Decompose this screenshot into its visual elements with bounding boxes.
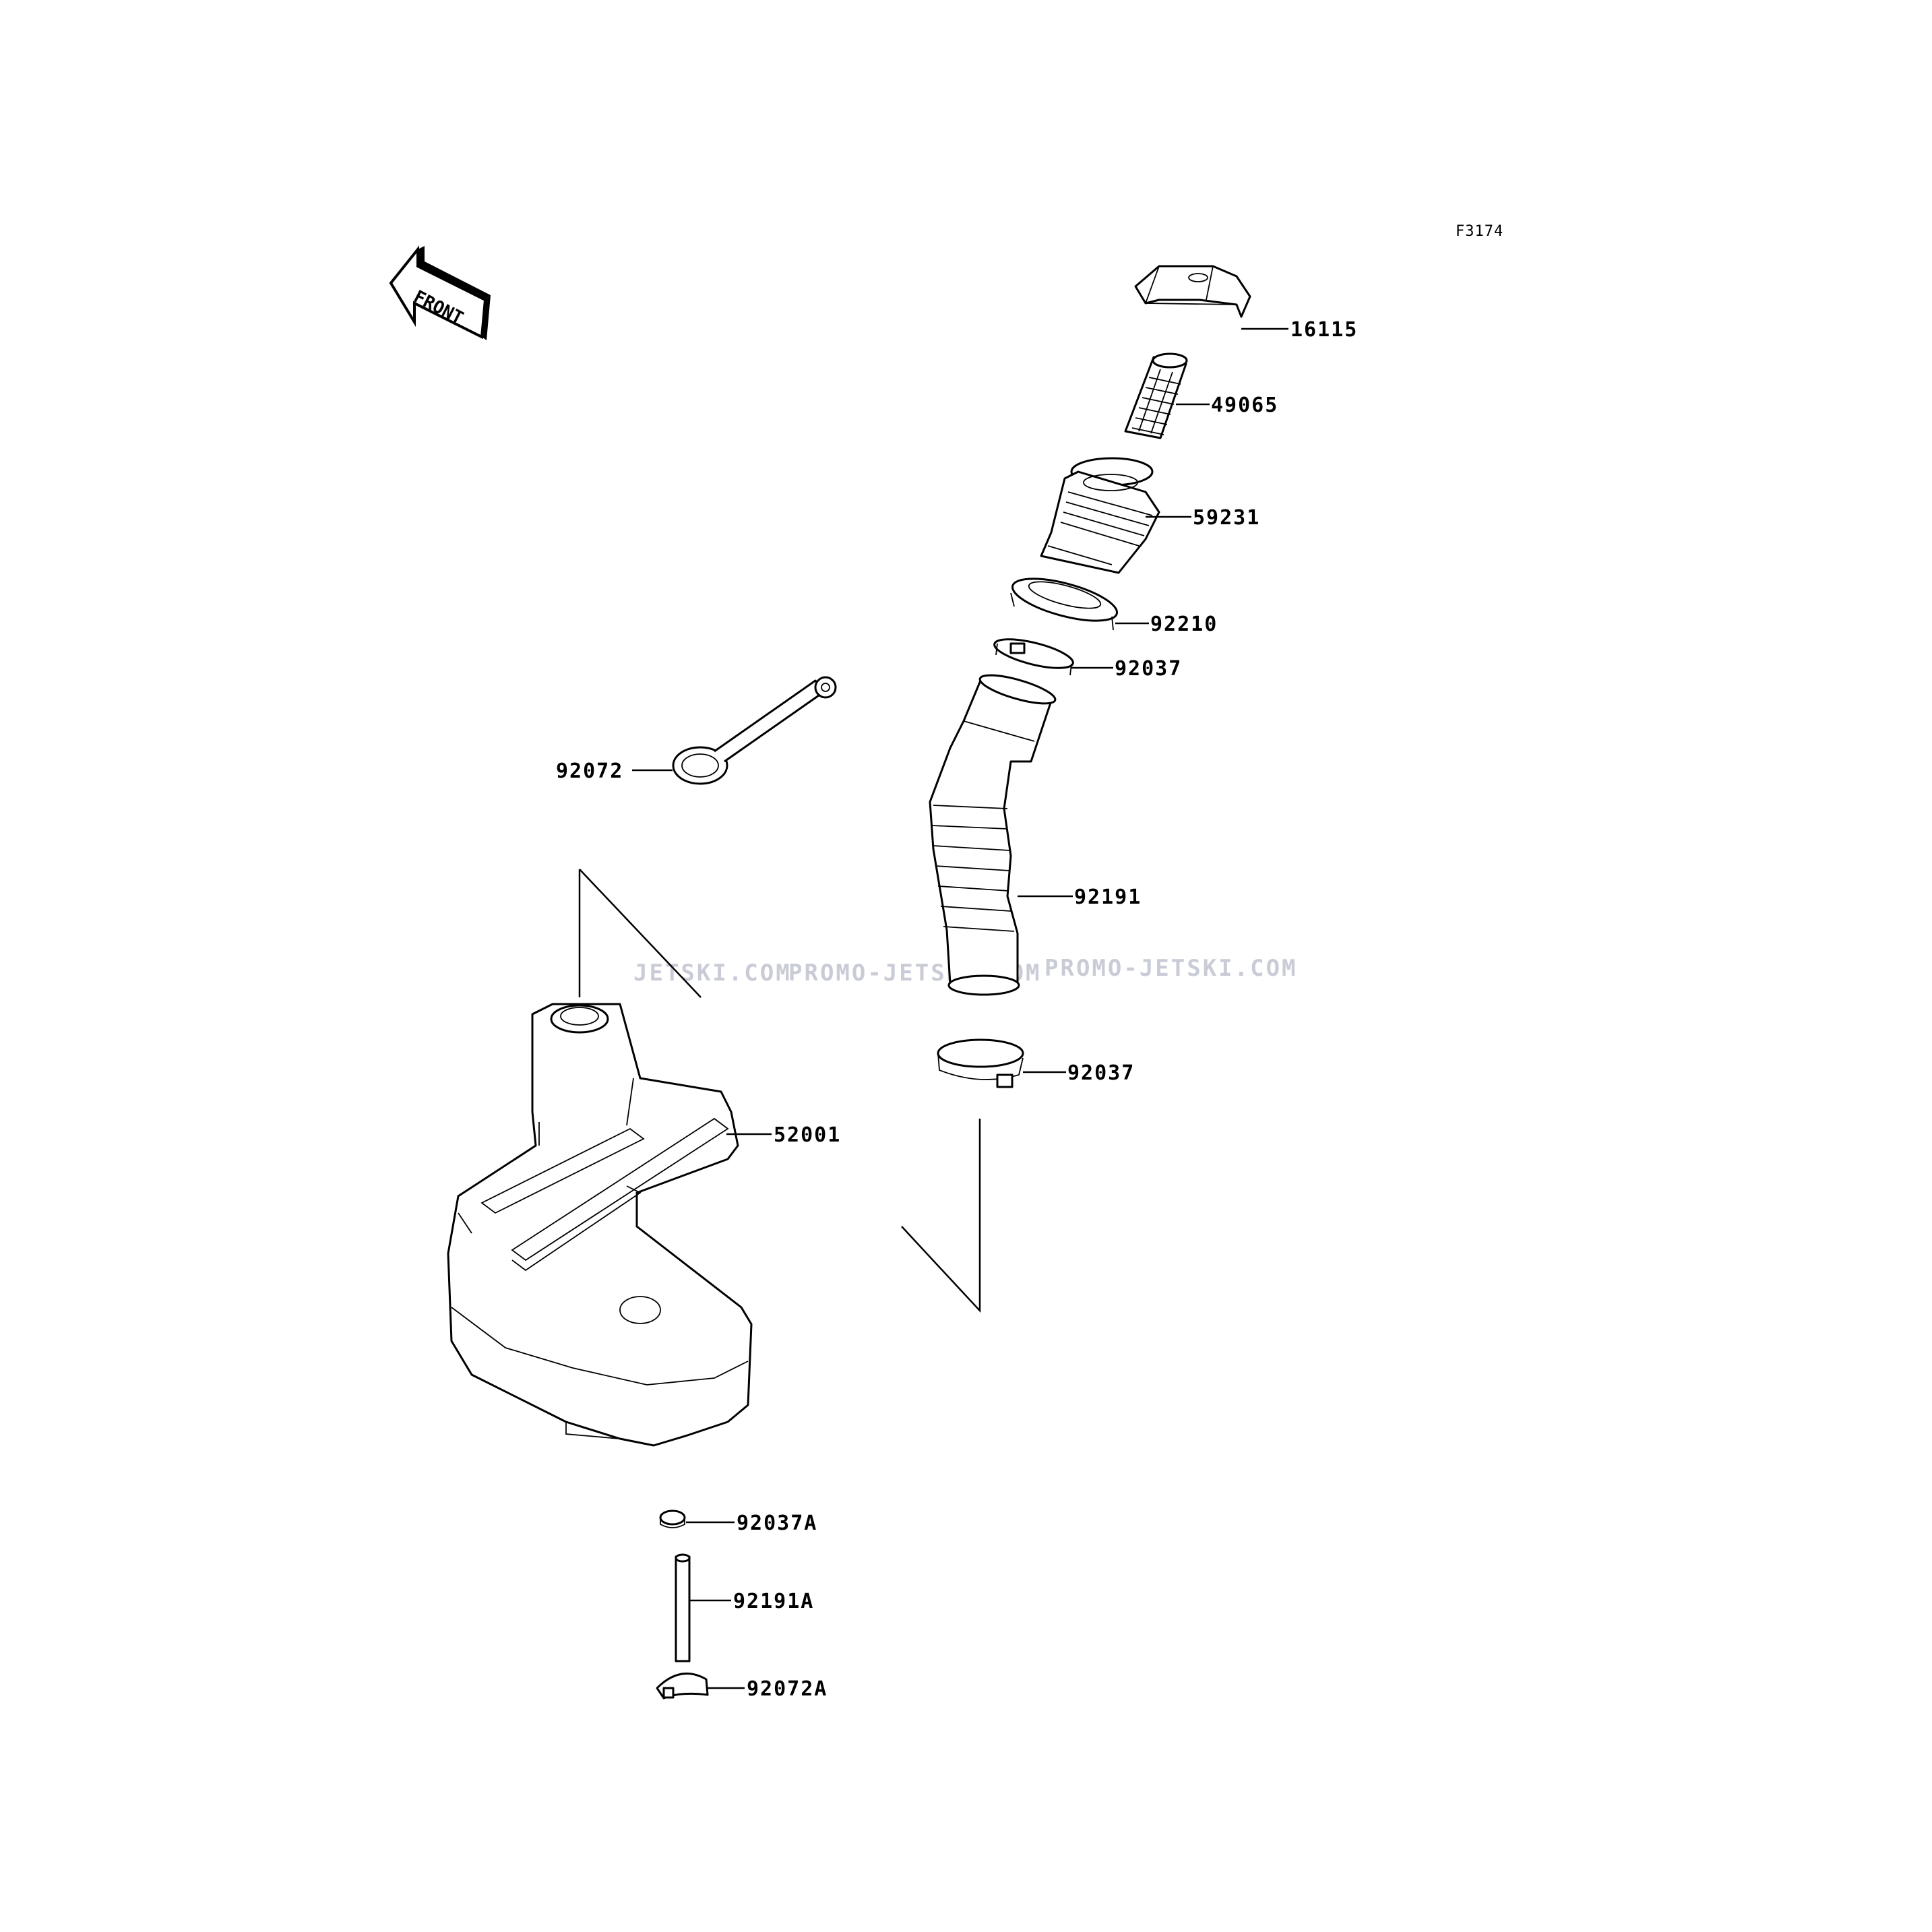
small-clamp-icon bbox=[659, 1509, 686, 1528]
hose-clamp-icon bbox=[937, 1038, 1024, 1088]
band-clip-icon bbox=[656, 1673, 709, 1700]
part-label-59231: 59231 bbox=[1193, 506, 1260, 530]
part-label-92037A: 92037A bbox=[737, 1512, 817, 1535]
part-label-92210: 92210 bbox=[1150, 613, 1218, 636]
part-label-92072A: 92072A bbox=[747, 1677, 828, 1701]
cap-strap-icon bbox=[672, 676, 837, 785]
part-label-49065: 49065 bbox=[1211, 394, 1278, 417]
front-arrow-icon: FRONT bbox=[389, 245, 491, 340]
watermark-1: JETSKI.COM bbox=[633, 960, 792, 987]
nut-ring-icon bbox=[1010, 578, 1119, 631]
part-label-92191A: 92191A bbox=[733, 1590, 814, 1613]
filler-hose-icon bbox=[929, 674, 1057, 996]
part-label-92037-bottom: 92037 bbox=[1067, 1061, 1135, 1085]
vent-tube-icon bbox=[675, 1553, 691, 1662]
part-label-52001: 52001 bbox=[774, 1123, 841, 1147]
mesh-filter-icon bbox=[1124, 352, 1188, 439]
watermark-3: PROMO-JETSKI.COM bbox=[1045, 955, 1298, 982]
hose-clamp-icon bbox=[993, 638, 1074, 676]
tank-icon bbox=[447, 1003, 753, 1447]
filler-neck-icon bbox=[1040, 457, 1160, 574]
part-label-92037-top: 92037 bbox=[1115, 657, 1182, 681]
part-label-16115: 16115 bbox=[1290, 318, 1358, 342]
part-label-92072: 92072 bbox=[556, 759, 623, 783]
figure-code: F3174 bbox=[1456, 223, 1503, 240]
fuel-cap-icon bbox=[1134, 265, 1251, 318]
part-label-92191: 92191 bbox=[1074, 885, 1142, 909]
